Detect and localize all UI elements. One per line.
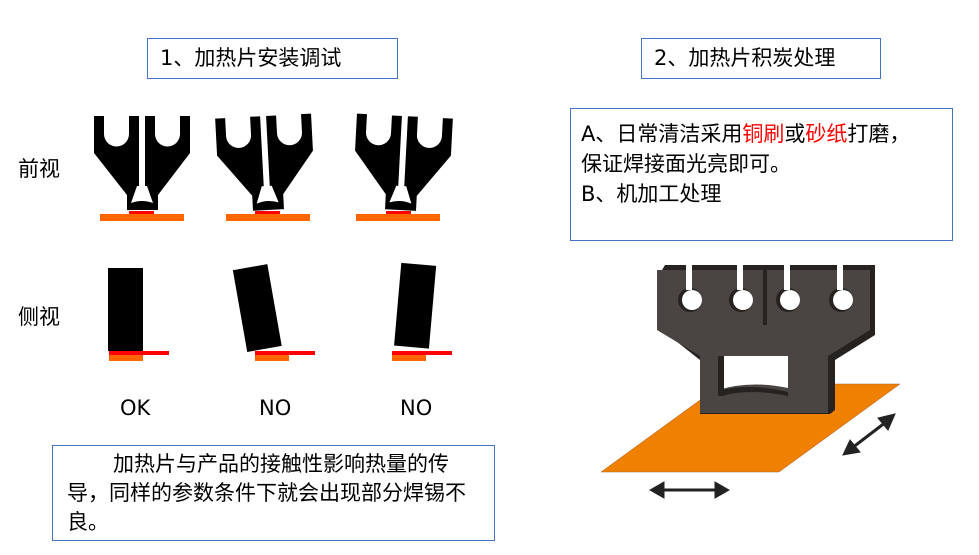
- result-ok: OK: [120, 396, 151, 420]
- front-view-label: 前视: [18, 157, 60, 181]
- front-view-ok: [94, 112, 190, 221]
- instruction-b: B、机加工处理: [581, 182, 722, 206]
- instruction-a: A、日常清洁采用铜刷或砂纸打磨，: [581, 119, 952, 149]
- front-view-no-1: [214, 109, 316, 221]
- front-view-no-2: [352, 109, 454, 221]
- arrow-diagonal-icon: [842, 413, 896, 456]
- side-view-no-1: [232, 264, 315, 361]
- instruction-a-cont: 保证焊接面光亮即可。: [581, 152, 791, 176]
- arrow-horizontal-icon: [648, 481, 731, 499]
- text: A、日常清洁采用: [581, 122, 743, 146]
- highlight-sandpaper: 砂纸: [805, 122, 848, 146]
- result-no-2: NO: [400, 396, 433, 420]
- cleaning-instructions: A、日常清洁采用铜刷或砂纸打磨， 保证焊接面光亮即可。 B、机加工处理: [570, 108, 953, 241]
- section-title-carbon: 2、加热片积炭处理: [641, 38, 881, 79]
- side-view-label: 侧视: [18, 305, 60, 329]
- highlight-copper-brush: 铜刷: [742, 122, 785, 146]
- text: 或: [784, 122, 806, 146]
- text: 打磨，: [847, 122, 911, 146]
- result-no-1: NO: [259, 396, 292, 420]
- side-view-no-2: [392, 262, 452, 361]
- note-box: 加热片与产品的接触性影响热量的传导，同样的参数条件下就会出现部分焊锡不良。: [52, 445, 495, 541]
- section-title-install: 1、加热片安装调试: [147, 38, 398, 79]
- heater-3d-illustration: [600, 265, 901, 473]
- side-view-ok: [108, 268, 169, 361]
